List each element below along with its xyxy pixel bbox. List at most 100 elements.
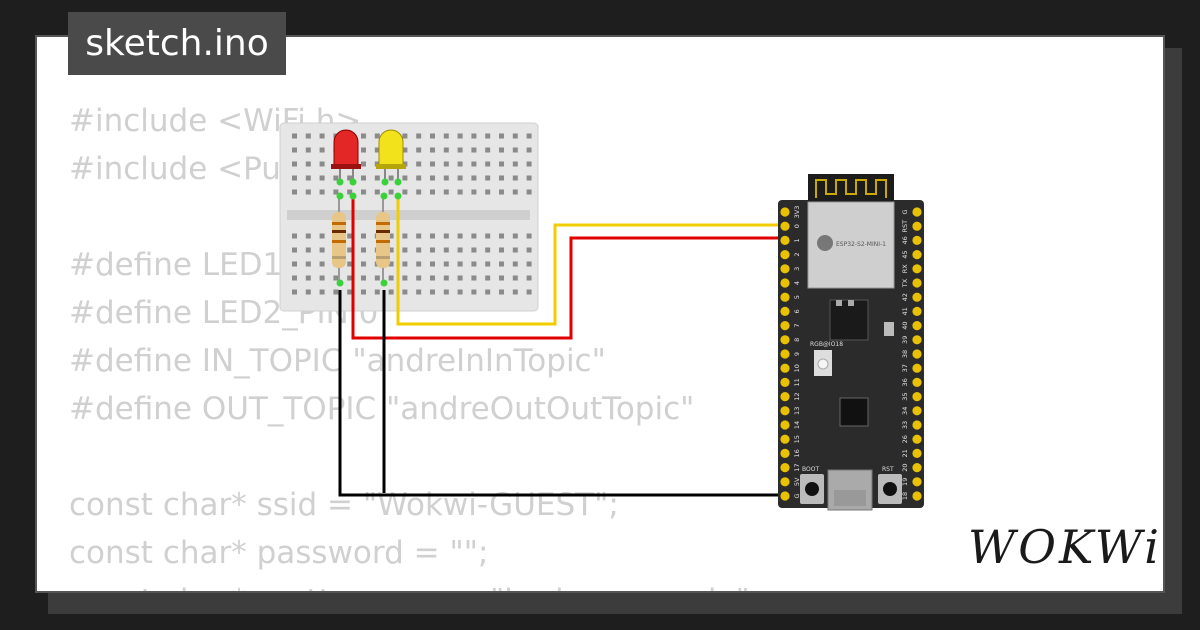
- pin[interactable]: [780, 292, 790, 302]
- breadboard-hole: [416, 261, 422, 267]
- pin[interactable]: [780, 463, 790, 473]
- breadboard-hole: [361, 275, 366, 281]
- pin-label: 2: [793, 253, 801, 257]
- breadboard-hole: [305, 261, 311, 267]
- pin-label: 46: [901, 236, 909, 244]
- pin[interactable]: [912, 477, 922, 487]
- pin[interactable]: [912, 491, 922, 501]
- breadboard-hole: [319, 247, 325, 253]
- breadboard-hole: [471, 247, 477, 253]
- breadboard-hole: [430, 189, 435, 195]
- pin[interactable]: [780, 264, 790, 274]
- pin[interactable]: [912, 250, 922, 260]
- pin[interactable]: [912, 221, 922, 231]
- led-yellow[interactable]: [376, 129, 406, 182]
- breadboard-hole: [430, 275, 435, 281]
- breadboard-hole: [457, 261, 463, 267]
- pin[interactable]: [912, 264, 922, 274]
- pin[interactable]: [780, 235, 790, 245]
- breadboard-hole: [416, 233, 422, 239]
- pin[interactable]: [780, 306, 790, 316]
- pin-label: 15: [793, 435, 801, 443]
- pin[interactable]: [912, 448, 922, 458]
- pin[interactable]: [780, 420, 790, 430]
- breadboard-hole: [361, 175, 366, 181]
- pin[interactable]: [780, 278, 790, 288]
- breadboard-hole: [319, 261, 325, 267]
- breadboard-hole: [485, 133, 491, 139]
- pin[interactable]: [780, 207, 790, 217]
- pin[interactable]: [780, 392, 790, 402]
- breadboard-hole: [471, 275, 477, 281]
- pin[interactable]: [912, 292, 922, 302]
- breadboard-hole: [526, 233, 532, 239]
- pin[interactable]: [912, 463, 922, 473]
- pin[interactable]: [912, 306, 922, 316]
- pin[interactable]: [912, 363, 922, 373]
- resistor[interactable]: [332, 196, 346, 282]
- breadboard-hole: [374, 289, 380, 295]
- pin[interactable]: [912, 207, 922, 217]
- pin[interactable]: [780, 321, 790, 331]
- pin-label: 36: [901, 378, 909, 386]
- resistor[interactable]: [376, 196, 390, 282]
- breadboard-hole: [292, 233, 297, 239]
- wire-led2[interactable]: [396, 195, 783, 326]
- breadboard-hole: [416, 147, 422, 153]
- pin[interactable]: [780, 250, 790, 260]
- pin[interactable]: [780, 349, 790, 359]
- breadboard-hole: [457, 275, 463, 281]
- file-name-tab[interactable]: sketch.ino: [68, 12, 286, 75]
- pin[interactable]: [780, 434, 790, 444]
- breadboard-hole: [319, 147, 325, 153]
- pin[interactable]: [912, 349, 922, 359]
- wire-led1[interactable]: [351, 197, 783, 340]
- pin[interactable]: [912, 321, 922, 331]
- breadboard-hole: [292, 189, 297, 195]
- pin[interactable]: [912, 377, 922, 387]
- pin[interactable]: [912, 406, 922, 416]
- pin-label: TX: [901, 278, 909, 288]
- code-line: const char* mqtt_server = "broker.emqx.i…: [69, 577, 760, 591]
- breadboard-hole: [443, 261, 449, 267]
- breadboard[interactable]: [279, 122, 539, 312]
- breadboard-hole: [333, 175, 339, 181]
- pin[interactable]: [912, 392, 922, 402]
- pin[interactable]: [780, 377, 790, 387]
- pin[interactable]: [780, 335, 790, 345]
- pin[interactable]: [780, 448, 790, 458]
- breadboard-hole: [457, 289, 463, 295]
- pin[interactable]: [780, 406, 790, 416]
- breadboard-hole: [485, 275, 491, 281]
- breadboard-hole: [305, 175, 311, 181]
- pin[interactable]: [912, 420, 922, 430]
- breadboard-hole: [512, 275, 518, 281]
- pin[interactable]: [912, 235, 922, 245]
- led-red[interactable]: [331, 129, 361, 182]
- pin[interactable]: [912, 278, 922, 288]
- pin-label: 38: [901, 350, 909, 358]
- breadboard-hole: [292, 175, 297, 181]
- esp32-s2-board[interactable]: ESP32-S2-MINI-1 RGB@IO18 BOOT RST 3V3012…: [778, 174, 924, 511]
- pin-label: 7: [793, 324, 801, 328]
- pin[interactable]: [780, 363, 790, 373]
- wire-ground[interactable]: [338, 290, 783, 497]
- pin-label: 39: [901, 336, 909, 344]
- pin-label: 34: [901, 407, 909, 415]
- breadboard-hole: [347, 189, 353, 195]
- breadboard-hole: [443, 289, 449, 295]
- breadboard-hole: [485, 289, 491, 295]
- pin[interactable]: [780, 491, 790, 501]
- breadboard-hole: [402, 233, 408, 239]
- pin-label: 5V: [793, 477, 801, 486]
- breadboard-hole: [485, 189, 491, 195]
- pin[interactable]: [912, 434, 922, 444]
- breadboard-hole: [416, 175, 422, 181]
- pin[interactable]: [780, 221, 790, 231]
- pin[interactable]: [912, 335, 922, 345]
- pin[interactable]: [780, 477, 790, 487]
- breadboard-hole: [430, 247, 435, 253]
- pin-label: 0: [793, 224, 801, 228]
- pin-label: 33: [901, 421, 909, 429]
